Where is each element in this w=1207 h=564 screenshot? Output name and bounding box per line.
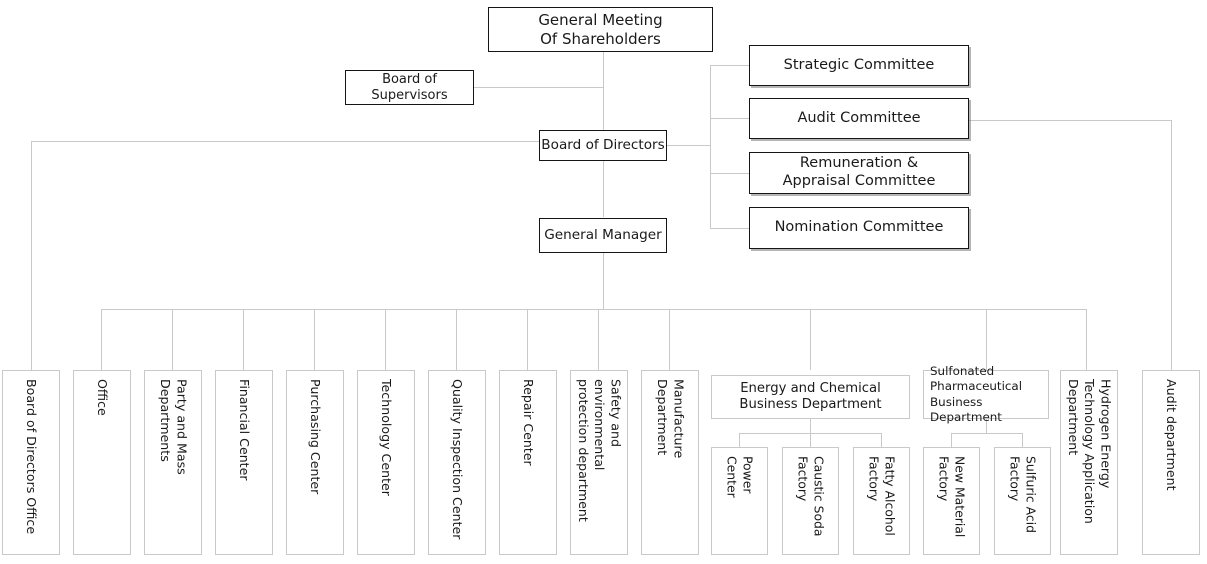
- box-safety-environmental-protection-department[interactable]: Safety and environmental protection depa…: [570, 370, 628, 555]
- box-caustic-soda-factory[interactable]: Caustic Soda Factory: [782, 447, 839, 555]
- box-party-and-mass-departments[interactable]: Party and Mass Departments: [144, 370, 202, 555]
- box-label: Sulfuric Acid Factory: [1007, 456, 1039, 534]
- drop-bu2-child-1: [951, 433, 952, 447]
- box-financial-center[interactable]: Financial Center: [215, 370, 273, 555]
- connector-committee-bus: [710, 65, 711, 228]
- box-label: Manufacture Department: [655, 379, 687, 459]
- drop-bu-2: [986, 309, 987, 370]
- box-new-material-factory[interactable]: New Material Factory: [923, 447, 980, 555]
- drop-dept-8: [598, 309, 599, 370]
- connector-committee-3: [710, 173, 749, 174]
- box-label: Hydrogen Energy Technology Application D…: [1065, 379, 1114, 524]
- box-sulfonated-pharmaceutical-business-department[interactable]: Sulfonated Pharmaceutical Business Depar…: [923, 364, 1049, 424]
- box-label: Financial Center: [237, 379, 253, 481]
- box-office[interactable]: Office: [73, 370, 131, 555]
- box-audit-committee[interactable]: Audit Committee: [749, 98, 969, 139]
- box-repair-center[interactable]: Repair Center: [499, 370, 557, 555]
- drop-dept-6: [456, 309, 457, 370]
- box-purchasing-center[interactable]: Purchasing Center: [286, 370, 344, 555]
- box-hydrogen-energy-technology-application-department[interactable]: Hydrogen Energy Technology Application D…: [1060, 370, 1118, 555]
- box-general-meeting-of-shareholders[interactable]: General Meeting Of Shareholders: [488, 7, 713, 52]
- box-nomination-committee[interactable]: Nomination Committee: [749, 207, 969, 249]
- box-technology-center[interactable]: Technology Center: [357, 370, 415, 555]
- box-power-center[interactable]: Power Center: [711, 447, 768, 555]
- box-audit-department[interactable]: Audit department: [1142, 370, 1200, 555]
- box-remuneration-appraisal-committee[interactable]: Remuneration & Appraisal Committee: [749, 152, 969, 194]
- connector-committee-4: [710, 228, 749, 229]
- box-general-manager[interactable]: General Manager: [539, 218, 667, 253]
- box-fatty-alcohol-factory[interactable]: Fatty Alcohol Factory: [853, 447, 910, 555]
- drop-bu1-child-3: [881, 433, 882, 447]
- box-board-of-supervisors[interactable]: Board of Supervisors: [345, 70, 474, 105]
- box-board-of-directors[interactable]: Board of Directors: [539, 130, 667, 161]
- drop-dept-7: [527, 309, 528, 370]
- drop-dept-5: [385, 309, 386, 370]
- box-label: Board of Directors Office: [24, 379, 40, 535]
- box-label: Audit department: [1164, 379, 1180, 491]
- connector-committee-2: [710, 118, 749, 119]
- box-label: Safety and environmental protection depa…: [575, 379, 624, 522]
- box-label: General Manager: [544, 227, 662, 244]
- connector-committee-1: [710, 65, 749, 66]
- box-label: Energy and Chemical Business Department: [739, 380, 882, 412]
- drop-dept-1: [101, 309, 102, 370]
- box-label: Strategic Committee: [783, 56, 935, 73]
- box-board-of-directors-office[interactable]: Board of Directors Office: [2, 370, 60, 555]
- box-label: Purchasing Center: [308, 379, 324, 495]
- box-label: Caustic Soda Factory: [795, 456, 827, 537]
- box-label: Quality Inspection Center: [450, 379, 466, 540]
- drop-bu2-child-2: [1022, 433, 1023, 447]
- box-manufacture-department[interactable]: Manufacture Department: [641, 370, 699, 555]
- drop-dept-9: [669, 309, 670, 370]
- bu2-sub-stem: [986, 419, 987, 433]
- box-label: Office: [95, 379, 111, 416]
- box-label: General Meeting Of Shareholders: [538, 11, 663, 48]
- box-label: Power Center: [724, 456, 756, 498]
- drop-bu-1: [810, 309, 811, 370]
- box-label: Fatty Alcohol Factory: [866, 456, 898, 536]
- drop-bu1-child-1: [739, 433, 740, 447]
- box-label: Nomination Committee: [774, 219, 944, 236]
- drop-bu1-child-2: [810, 433, 811, 447]
- connector-directors-left: [31, 141, 540, 142]
- box-label: Board of Supervisors: [371, 71, 448, 103]
- drop-standalone-1: [1086, 309, 1087, 370]
- connector-directors-committees: [666, 145, 711, 146]
- box-energy-and-chemical-business-department[interactable]: Energy and Chemical Business Department: [711, 375, 910, 419]
- box-label: New Material Factory: [936, 456, 968, 538]
- box-sulfuric-acid-factory[interactable]: Sulfuric Acid Factory: [994, 447, 1051, 555]
- bu2-sub-bus: [951, 433, 1022, 434]
- department-bus: [101, 309, 1086, 310]
- box-label: Repair Center: [521, 379, 537, 466]
- box-label: Technology Center: [379, 379, 395, 496]
- drop-dept-4: [314, 309, 315, 370]
- connector-directors-manager: [603, 161, 604, 217]
- connector-audit-right: [969, 120, 1172, 121]
- box-strategic-committee[interactable]: Strategic Committee: [749, 45, 969, 86]
- bu1-sub-stem: [810, 419, 811, 433]
- box-label: Board of Directors: [541, 137, 665, 154]
- drop-dept-2: [172, 309, 173, 370]
- box-label: Audit Committee: [797, 109, 921, 126]
- box-quality-inspection-center[interactable]: Quality Inspection Center: [428, 370, 486, 555]
- box-label: Party and Mass Departments: [158, 379, 190, 475]
- drop-dept-3: [243, 309, 244, 370]
- box-label: Remuneration & Appraisal Committee: [782, 155, 936, 189]
- connector-right-down: [1171, 120, 1172, 370]
- connector-supervisors-trunk: [473, 87, 604, 88]
- box-label: Sulfonated Pharmaceutical Business Depar…: [930, 364, 1023, 424]
- connector-left-down: [31, 141, 32, 370]
- connector-shareholders-directors: [603, 52, 604, 130]
- connector-manager-bus: [603, 253, 604, 309]
